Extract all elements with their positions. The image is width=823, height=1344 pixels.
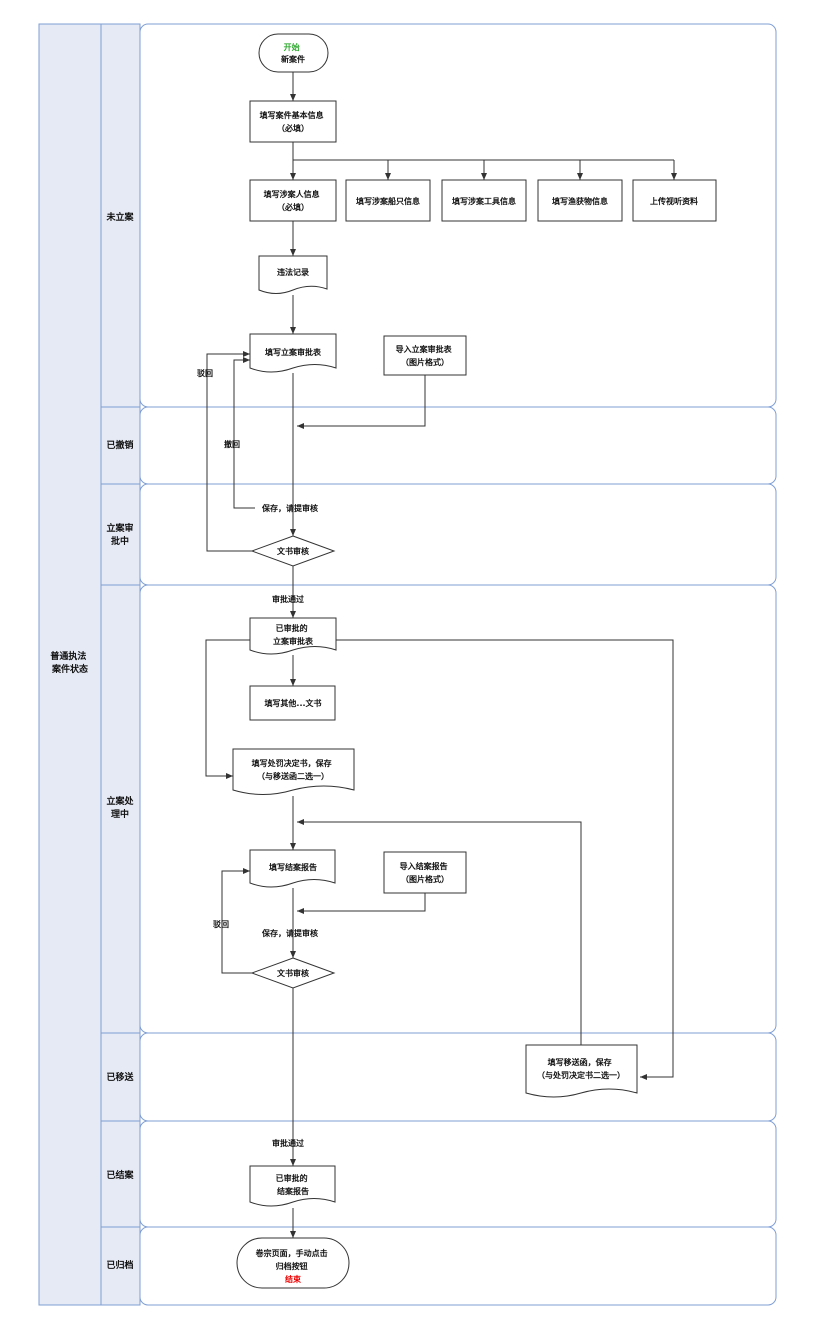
edge-label-reject1: 驳回 xyxy=(197,368,213,378)
penalty-decision-label: 填写处罚决定书，保存 （与移送函二选一） xyxy=(252,758,335,781)
lane-label-weilian: 未立案 xyxy=(105,211,134,223)
lane-label-yichexiao: 已撤销 xyxy=(106,439,133,451)
edge-label-save-submit1: 保存，请提审核 xyxy=(261,503,318,513)
transfer-letter-node xyxy=(525,1044,638,1098)
party-info-node xyxy=(249,179,337,222)
ship-info-label: 填写涉案船只信息 xyxy=(356,196,420,206)
swimlane-title: 普通执法 案件状态 xyxy=(50,650,89,675)
catch-info-label: 填写渔获物信息 xyxy=(552,196,608,206)
violation-record-label: 违法记录 xyxy=(277,267,309,277)
approved-closing-label: 已审批的 结案报告 xyxy=(276,1173,311,1196)
review2-label: 文书审核 xyxy=(277,968,309,978)
ship-info-node xyxy=(345,179,431,222)
catch-info-node xyxy=(537,179,623,222)
media-upload-node xyxy=(632,179,717,222)
import-closing-node xyxy=(383,851,467,894)
lane-body-yijiean xyxy=(139,1120,777,1228)
start-label: 开始 新案件 xyxy=(281,42,305,64)
lane-label-yiguidang: 已归档 xyxy=(106,1259,133,1271)
tool-info-label: 填写涉案工具信息 xyxy=(452,196,516,206)
lane-body-lianchuli xyxy=(139,584,777,1034)
approved-form-label: 已审批的 立案审批表 xyxy=(273,623,314,646)
approval-form-node xyxy=(249,333,337,373)
edge-label-withdraw: 撤回 xyxy=(224,439,240,449)
approved-form-node xyxy=(249,617,337,655)
edge-label-approved1: 审批通过 xyxy=(272,594,304,604)
approval-form-label: 填写立案审批表 xyxy=(265,347,322,357)
tool-info-node xyxy=(441,179,527,222)
lane-label-yijiean: 已结案 xyxy=(106,1169,134,1181)
lane-label-yiyisong: 已移送 xyxy=(106,1071,134,1083)
closing-report-label: 填写结案报告 xyxy=(269,862,317,872)
other-docs-label: 填写其他...文书 xyxy=(264,698,321,708)
import-approval-label: 导入立案审批表 （图片格式） xyxy=(396,344,455,367)
swimlane-title-column xyxy=(38,23,102,1306)
review1-node xyxy=(250,535,336,567)
basic-info-label: 填写案件基本信息 （必填） xyxy=(260,110,327,133)
start-node xyxy=(258,33,329,73)
connectors xyxy=(205,72,677,1238)
lane-body-yiguidang xyxy=(139,1226,777,1306)
review2-node xyxy=(250,957,336,989)
lane-separators xyxy=(101,406,140,1228)
archive-label: 卷宗页面，手动点击 归档按钮 结束 xyxy=(255,1248,331,1284)
edge-label-save-submit2: 保存，请提审核 xyxy=(261,928,318,938)
transfer-letter-label: 填写移送函，保存 （与处罚决定书二选一） xyxy=(537,1057,625,1080)
closing-report-node xyxy=(249,849,336,888)
party-info-label: 填写涉案人信息 （必填） xyxy=(264,189,323,212)
other-docs-node xyxy=(249,685,336,721)
lane-label-lianchuli: 立案处理中 xyxy=(106,795,134,820)
approved-closing-node xyxy=(249,1165,336,1207)
basic-info-node xyxy=(249,100,337,143)
import-closing-label: 导入结案报告 （图片格式） xyxy=(400,861,451,884)
archive-node xyxy=(236,1237,350,1289)
violation-record-node xyxy=(258,255,328,294)
lane-body-yiyisong xyxy=(139,1032,777,1122)
import-approval-node xyxy=(383,335,467,376)
penalty-decision-node xyxy=(232,748,355,795)
review1-label: 文书审核 xyxy=(277,546,309,556)
media-upload-label: 上传视听资料 xyxy=(650,196,698,206)
lane-body-lianshenpi xyxy=(139,483,777,586)
edge-label-approved2: 审批通过 xyxy=(272,1138,304,1148)
edge-label-reject2: 驳回 xyxy=(213,919,229,929)
lane-label-lianshenpi: 立案审批中 xyxy=(106,522,133,547)
